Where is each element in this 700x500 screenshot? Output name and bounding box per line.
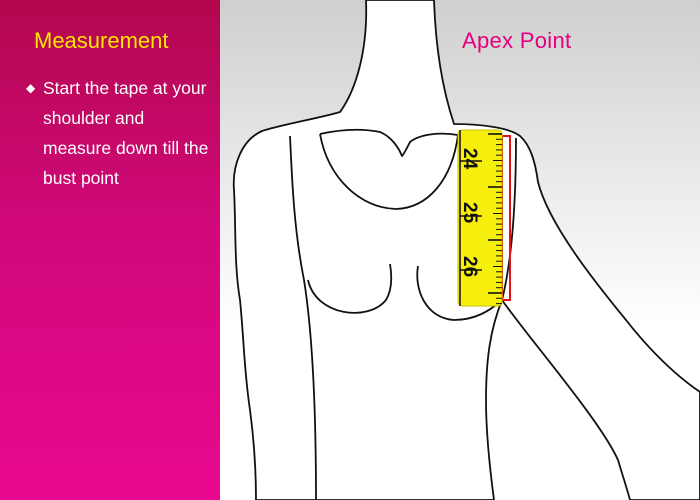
- tape-label-24: 24: [459, 148, 480, 170]
- tape-label-26: 26: [459, 256, 480, 277]
- measuring-tape: 24 25 26: [457, 129, 503, 307]
- right-armhole-line: [501, 137, 517, 301]
- tape-ticks: [460, 133, 502, 305]
- diamond-bullet-icon: ◆: [26, 81, 36, 95]
- instruction-text: Start the tape at your shoulder and meas…: [43, 78, 209, 188]
- body-outline-illustration: 24 25 26: [232, 0, 700, 500]
- neckline: [319, 128, 459, 210]
- apex-point-title: Apex Point: [462, 28, 572, 53]
- sidebar-title: Measurement: [34, 28, 169, 53]
- tape-body: [457, 129, 503, 307]
- tape-label-25: 25: [459, 202, 480, 224]
- left-armhole-line: [289, 135, 317, 500]
- instruction-item: ◆ Start the tape at your shoulder and me…: [26, 73, 216, 193]
- right-bust-curve: [416, 265, 501, 321]
- illustration-area: 24 25 26 Apex Point: [220, 0, 700, 500]
- left-bust-curve: [307, 263, 393, 314]
- sidebar-panel: Measurement ◆ Start the tape at your sho…: [0, 0, 220, 500]
